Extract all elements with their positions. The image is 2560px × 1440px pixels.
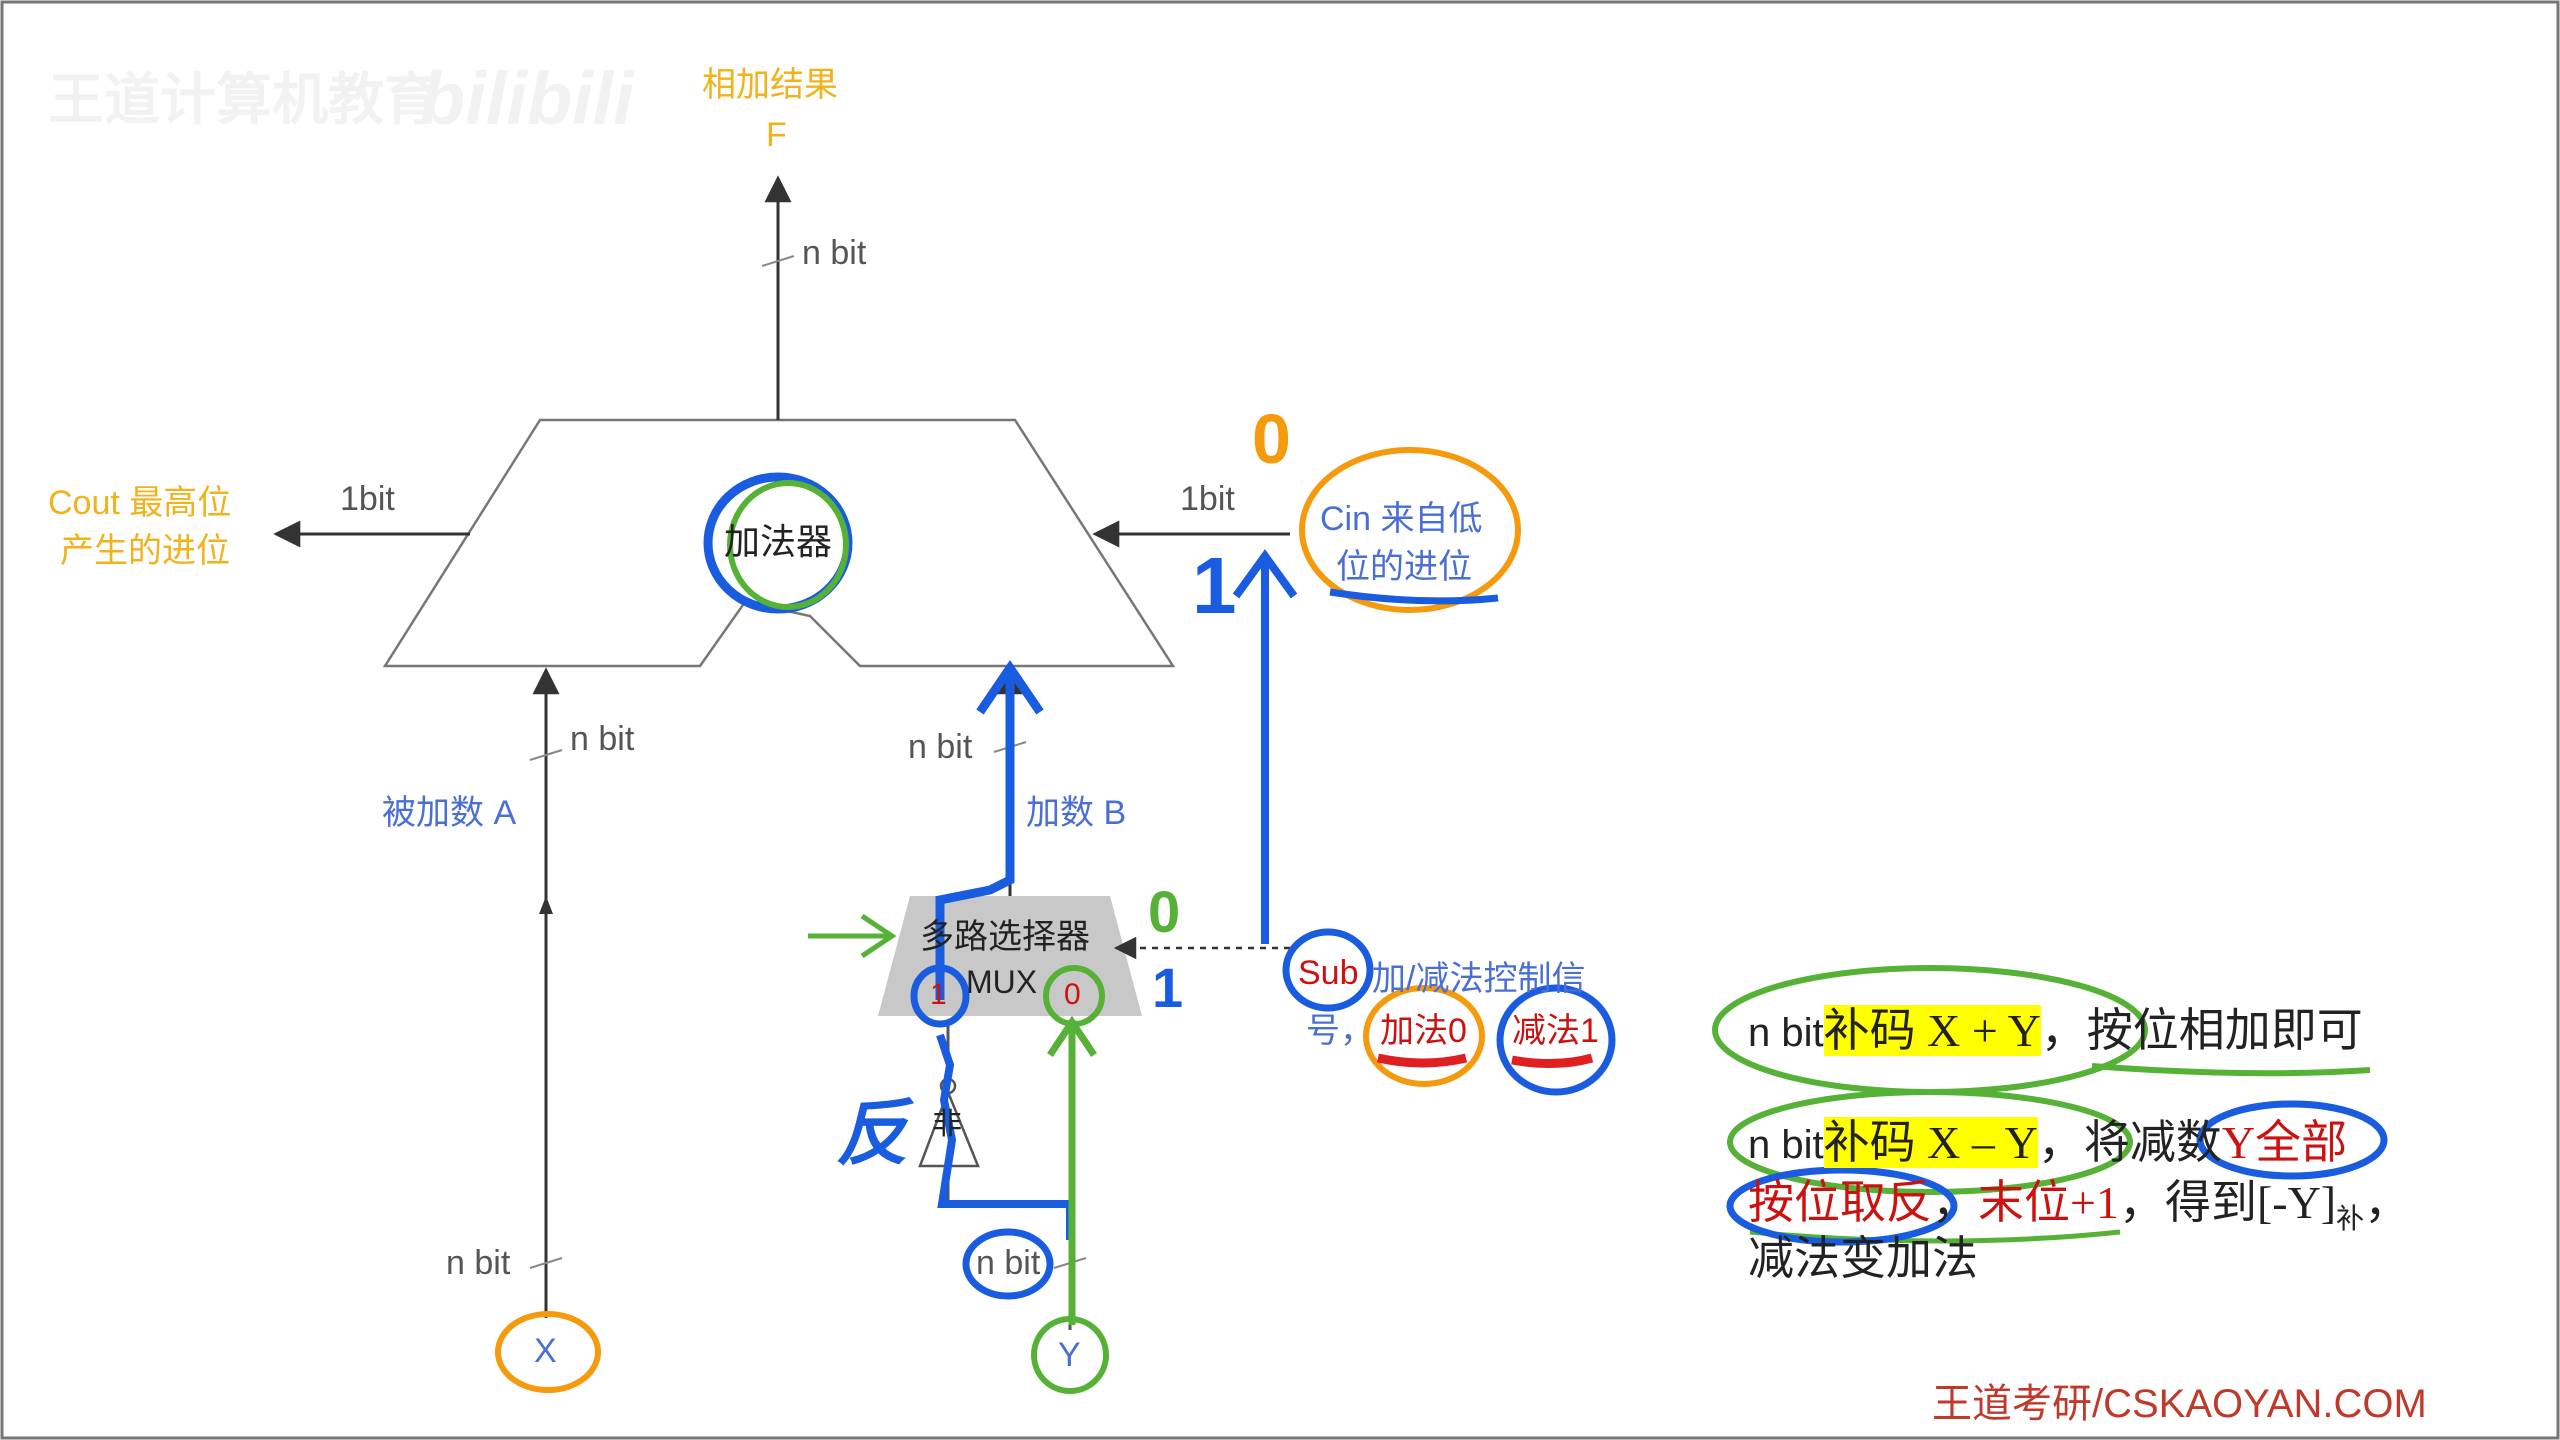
- note3-subscript: 补: [2336, 1204, 2365, 1236]
- cout-line2: 产生的进位: [60, 532, 230, 570]
- sub-add-value: 加法0: [1380, 1012, 1467, 1050]
- sub-sub-value: 减法1: [1512, 1012, 1599, 1050]
- pen-underline-note3: [1749, 1229, 2121, 1244]
- input-b-width-bottom: n bit: [976, 1244, 1041, 1282]
- note3-sep: ，: [1932, 1177, 1978, 1228]
- note2-rest: ，将减数: [2037, 1117, 2222, 1168]
- input-b-source: Y: [1058, 1336, 1081, 1374]
- mux-label-cn: 多路选择器: [920, 918, 1090, 956]
- output-title: 相加结果: [702, 66, 838, 104]
- sub-desc-line2: 号，: [1306, 1012, 1374, 1050]
- pen-circle-nbit-y: [962, 1228, 1054, 1300]
- input-a-width-bottom: n bit: [446, 1244, 511, 1282]
- output-width: n bit: [802, 234, 867, 272]
- input-a-source: X: [534, 1332, 557, 1370]
- input-b-width-top: n bit: [908, 728, 973, 766]
- pen-circle-add0: [1363, 985, 1485, 1087]
- pen-sub-to-cin-head: [1232, 549, 1298, 599]
- pen-circle-sub: [1282, 928, 1374, 1012]
- output-symbol: F: [766, 116, 787, 154]
- input-a-width-top: n bit: [570, 720, 635, 758]
- note3-end: ，: [2364, 1177, 2411, 1228]
- pen-circle-x: [495, 1311, 601, 1393]
- note1-highlight: 补码 X + Y: [1823, 1005, 2041, 1056]
- cin-line1: Cin 来自低: [1320, 500, 1483, 538]
- input-a-tick-top: [529, 749, 563, 761]
- input-a-mid-arrow: [539, 896, 553, 914]
- pen-underline-cin: [1329, 588, 1499, 605]
- input-b-label: 加数 B: [1026, 794, 1127, 832]
- pen-circle-cin: [1299, 447, 1521, 613]
- footer-credit: 王道考研/CSKAOYAN.COM: [1932, 1382, 2427, 1426]
- pen-underline-sub1: [1511, 1053, 1594, 1069]
- note1-prefix: n bit: [1748, 1011, 1824, 1055]
- pen-green-mux-pointer-head: [860, 913, 897, 959]
- cin-line2: 位的进位: [1336, 548, 1472, 586]
- note-line-4: 减法变加法: [1748, 1233, 1978, 1284]
- note1-rest: ，按位相加即可: [2040, 1005, 2363, 1056]
- note2-prefix: n bit: [1748, 1123, 1824, 1167]
- mux-input-1: 1: [930, 978, 947, 1011]
- pen-b-arrowhead: [976, 660, 1044, 715]
- pen-circle-note2: [1727, 1089, 2133, 1195]
- mux-label-en: MUX: [966, 964, 1038, 1000]
- note-line-1: n bit补码 X + Y，按位相加即可: [1748, 1005, 2363, 1056]
- note3-rest: ，得到[-Y]: [2118, 1177, 2337, 1228]
- pen-circle-y: [1031, 1316, 1109, 1394]
- pen-circle-mux1: [910, 964, 970, 1028]
- pen-not-note: 反: [836, 1094, 909, 1174]
- watermark-brand: 王道计算机教育: [48, 68, 440, 131]
- note2-highlight: 补码 X – Y: [1823, 1117, 2038, 1168]
- note2-red: Y全部: [2221, 1117, 2348, 1168]
- pen-circle-invert: [1726, 1166, 1958, 1246]
- cout-line1: Cout 最高位: [48, 484, 232, 522]
- adder-label: 加法器: [724, 521, 833, 562]
- cin-width: 1bit: [1180, 480, 1235, 518]
- pen-underline-add0: [1377, 1053, 1468, 1068]
- sub-name: Sub: [1298, 954, 1359, 992]
- watermark-site: bilibili: [420, 57, 634, 140]
- pen-mux-ctrl-zero: 0: [1148, 880, 1181, 945]
- pen-cin-add-zero: 0: [1252, 400, 1291, 478]
- pen-underline-note1: [2091, 1063, 2371, 1077]
- input-a-label: 被加数 A: [382, 794, 517, 832]
- adder-shape: [382, 418, 1176, 668]
- cout-width: 1bit: [340, 480, 395, 518]
- not-gate-label: 非: [932, 1108, 962, 1141]
- note-line-2: n bit补码 X – Y，将减数Y全部: [1748, 1117, 2348, 1168]
- pen-circle-adder-green: [727, 480, 849, 610]
- sub-desc-line1: 加/减法控制信: [1372, 960, 1586, 998]
- pen-cin-sub-one: 1: [1192, 541, 1237, 630]
- not-branch-wire: [946, 1166, 1070, 1207]
- pen-circle-sub1: [1496, 984, 1616, 1096]
- pen-circle-y-all: [2196, 1100, 2388, 1180]
- output-f-width-tick: [761, 255, 795, 267]
- mux-input-0: 0: [1064, 978, 1081, 1011]
- note-line-3: 按位取反，末位+1，得到[-Y]补，: [1748, 1180, 2410, 1234]
- pen-circle-mux0: [1043, 965, 1105, 1027]
- input-a-tick-bottom: [529, 1257, 563, 1269]
- pen-mux-ctrl-one: 1: [1152, 956, 1184, 1019]
- note3-invert: 按位取反: [1748, 1177, 1932, 1228]
- pen-mux-to-b: [935, 670, 1015, 1000]
- note3-plus-one: 末位+1: [1978, 1177, 2119, 1228]
